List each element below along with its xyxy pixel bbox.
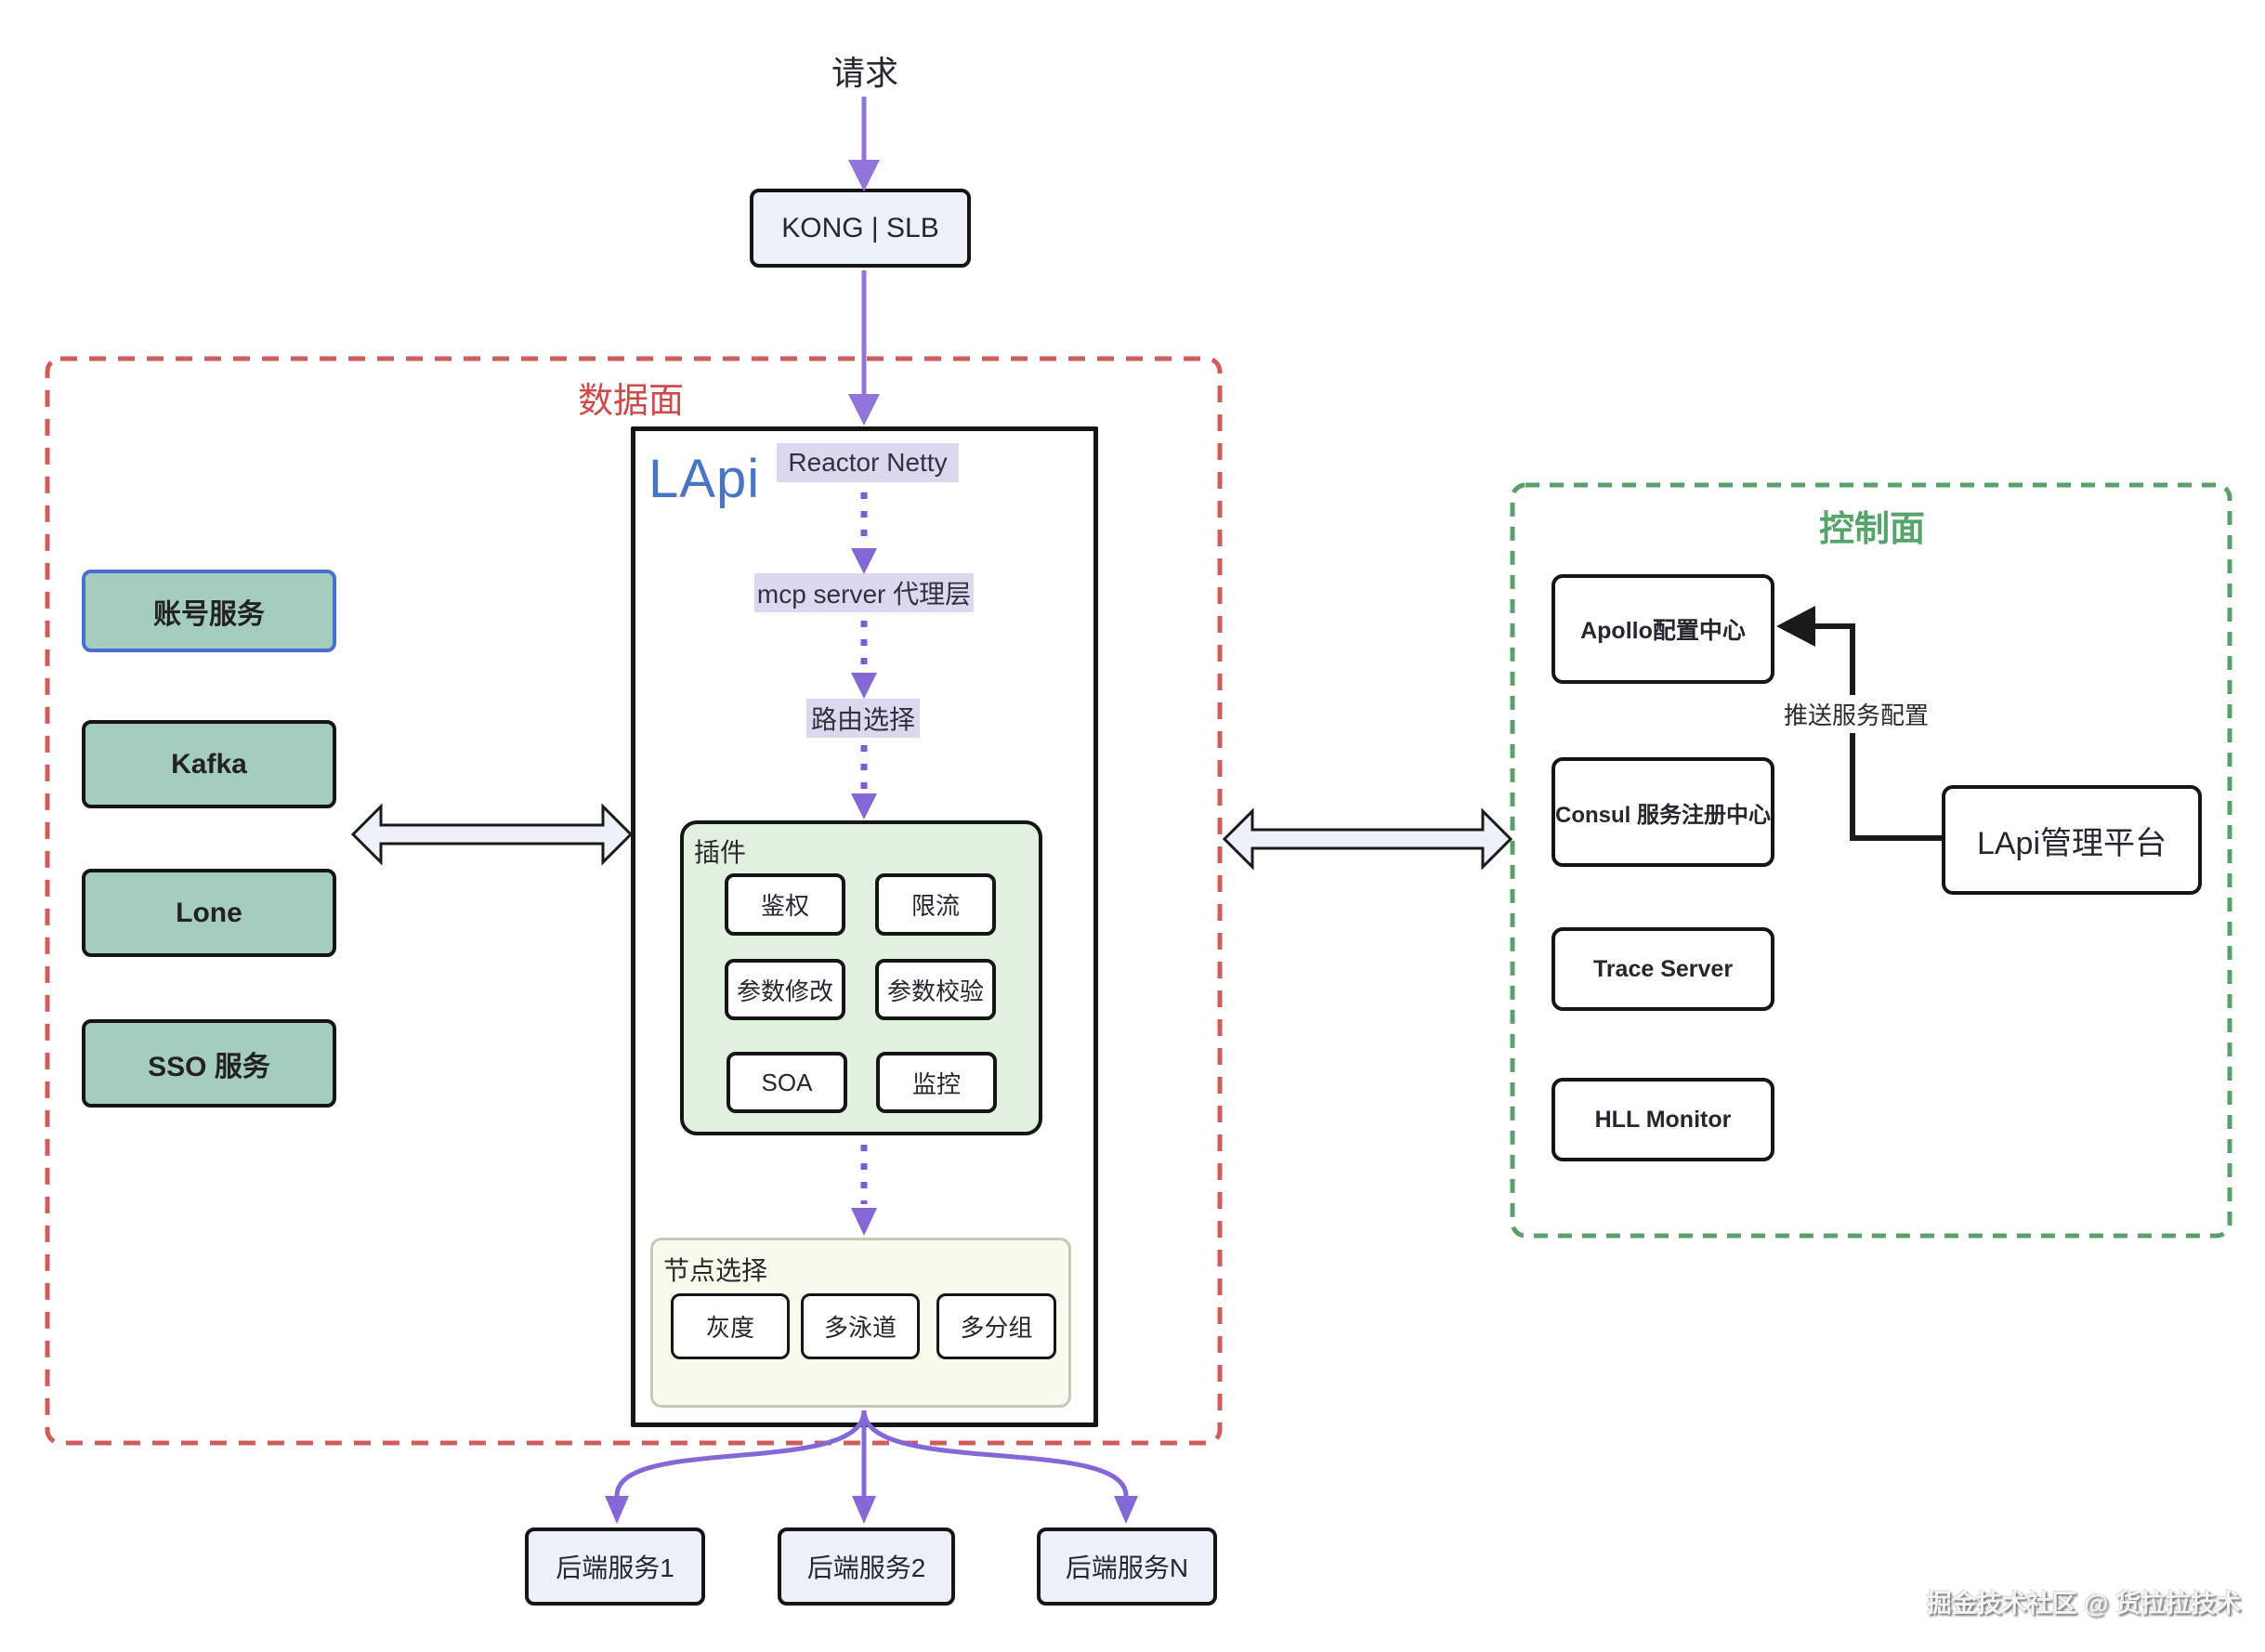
node-label: 灰度: [705, 1314, 754, 1342]
backend-label: 后端服务N: [1065, 1554, 1189, 1582]
service-box-lone: Lone: [82, 869, 336, 957]
node-box-group: 多分组: [936, 1293, 1056, 1359]
control-box-apollo: Apollo配置中心: [1551, 574, 1774, 684]
plugin-label: 鉴权: [760, 892, 809, 920]
control-box-consul: Consul 服务注册中心: [1551, 757, 1774, 867]
service-label: Kafka: [171, 748, 247, 780]
plugin-box-auth: 鉴权: [725, 873, 845, 936]
plugin-label: SOA: [761, 1068, 813, 1096]
request-label: 请求: [831, 54, 898, 92]
data-plane-title: 数据面: [578, 382, 685, 421]
node-label: 多分组: [960, 1314, 1033, 1342]
service-box-kafka: Kafka: [82, 720, 336, 808]
service-label: SSO 服务: [148, 1051, 270, 1082]
gateway-label: KONG | SLB: [781, 212, 939, 243]
plugin-box-ratelimit: 限流: [875, 873, 996, 936]
backend-label: 后端服务2: [806, 1554, 926, 1582]
plugin-box-monitor: 监控: [876, 1052, 997, 1113]
plugin-box-soa: SOA: [727, 1052, 847, 1113]
backend-box-2: 后端服务2: [778, 1527, 955, 1606]
control-label: HLL Monitor: [1594, 1106, 1732, 1133]
service-box-sso: SSO 服务: [82, 1019, 336, 1108]
backend-label: 后端服务1: [556, 1554, 674, 1582]
watermark: 掘金技术社区 @ 货拉拉技术: [1926, 1590, 2241, 1618]
control-label: Apollo配置中心: [1580, 618, 1746, 644]
plugin-label: 限流: [910, 892, 960, 920]
plugin-label: 监控: [911, 1069, 961, 1098]
management-platform-label: LApi管理平台: [1976, 825, 2167, 861]
left-double-arrow: [350, 803, 634, 866]
backend-box-1: 后端服务1: [525, 1527, 705, 1606]
plugin-label: 参数校验: [886, 977, 984, 1005]
service-box-account: 账号服务: [82, 570, 336, 652]
stage-route-select: 路由选择: [806, 699, 920, 738]
plugin-label: 参数修改: [736, 977, 833, 1005]
stage-mcp-proxy: mcp server 代理层: [754, 573, 974, 612]
plugin-box-param-modify: 参数修改: [725, 959, 845, 1020]
stage-reactor-netty: Reactor Netty: [777, 443, 959, 482]
lapi-title: LApi: [648, 449, 761, 509]
node-box-swimlane: 多泳道: [801, 1293, 920, 1359]
plugins-title: 插件: [694, 838, 747, 867]
control-label: Consul 服务注册中心: [1555, 802, 1771, 828]
control-label: Trace Server: [1592, 955, 1734, 982]
node-label: 多泳道: [823, 1314, 897, 1342]
push-config-label: 推送服务配置: [1773, 695, 1940, 733]
service-label: 账号服务: [153, 598, 265, 630]
node-selection-title: 节点选择: [663, 1256, 768, 1285]
backend-box-n: 后端服务N: [1037, 1527, 1217, 1606]
control-box-hll-monitor: HLL Monitor: [1551, 1078, 1774, 1161]
service-label: Lone: [176, 897, 242, 928]
control-plane-title: 控制面: [1818, 510, 1925, 549]
right-double-arrow: [1222, 807, 1513, 871]
gateway-box: KONG | SLB: [750, 189, 971, 268]
node-box-gray: 灰度: [671, 1293, 790, 1359]
control-box-trace-server: Trace Server: [1551, 927, 1774, 1011]
plugin-box-param-validate: 参数校验: [875, 959, 996, 1020]
backend-fanout-arrows: [605, 1409, 1138, 1524]
management-platform-box: LApi管理平台: [1942, 785, 2202, 895]
